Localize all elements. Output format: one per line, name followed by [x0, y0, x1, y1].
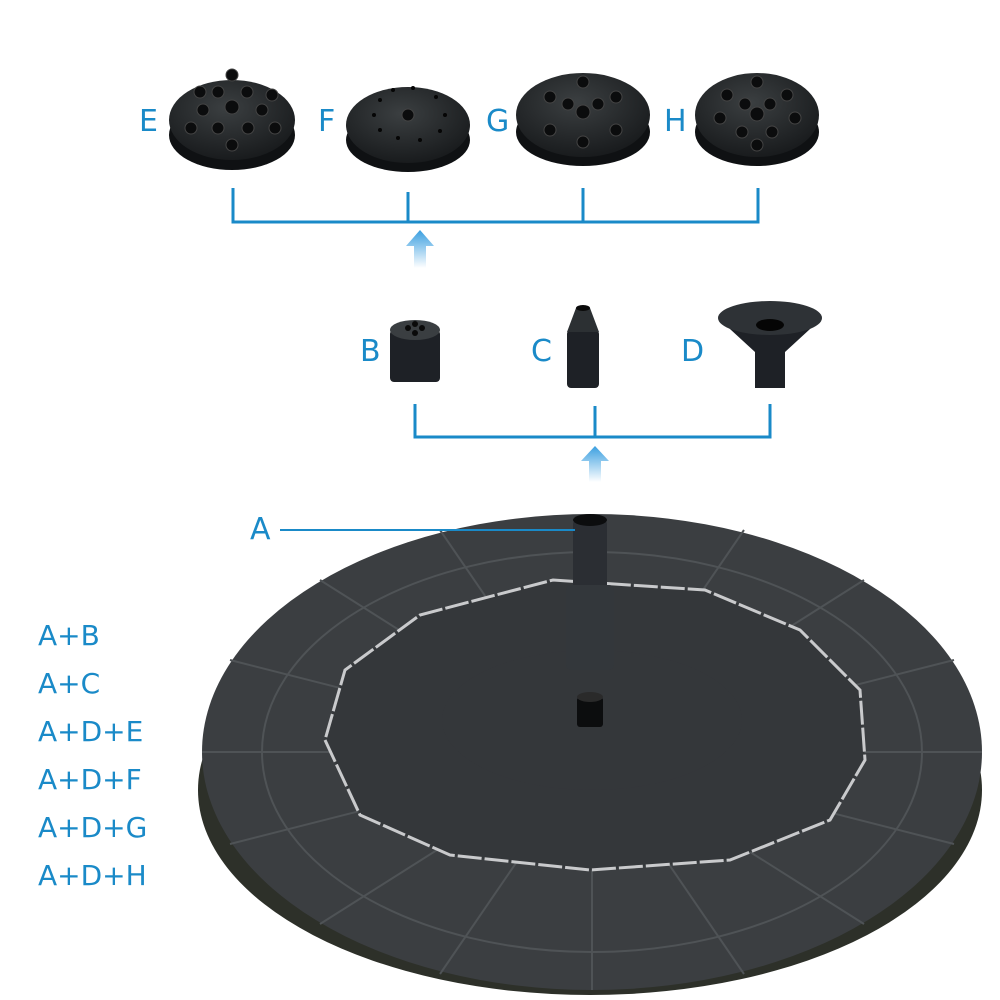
- nozzle-head-h: [695, 73, 819, 166]
- adapter-bracket: [413, 404, 772, 439]
- combination-item: A+D+G: [38, 811, 148, 844]
- label-e: E: [139, 104, 158, 139]
- label-d: D: [681, 334, 705, 369]
- nozzle-bracket: [231, 188, 760, 224]
- nozzle-head-g: [516, 73, 650, 166]
- label-g: G: [486, 104, 510, 139]
- label-a: A: [250, 512, 271, 547]
- arrow-up-icon: [581, 446, 609, 482]
- combination-item: A+D+H: [38, 859, 147, 892]
- label-c: C: [531, 334, 552, 369]
- nozzle-head-f: [346, 86, 470, 172]
- label-h: H: [664, 104, 687, 139]
- adapter-d: [718, 301, 822, 388]
- combination-item: A+B: [38, 619, 100, 652]
- label-b: B: [360, 334, 381, 369]
- label-f: F: [318, 104, 336, 139]
- adapter-c: [567, 305, 599, 388]
- combination-item: A+D+F: [38, 763, 142, 796]
- nozzle-head-e: [169, 68, 295, 170]
- solar-fountain: [198, 514, 982, 995]
- adapter-b: [390, 320, 440, 382]
- arrow-up-icon: [406, 230, 434, 268]
- combination-item: A+D+E: [38, 715, 144, 748]
- combination-item: A+C: [38, 667, 101, 700]
